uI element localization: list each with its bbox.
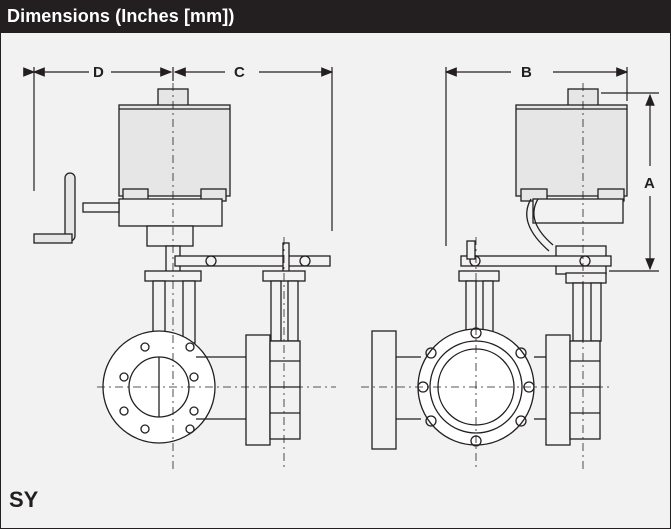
right-view	[361, 67, 659, 471]
left-view	[23, 67, 336, 471]
model-label: SY	[9, 487, 39, 512]
dimension-a-label: A	[644, 175, 655, 192]
panel-title: Dimensions (Inches [mm])	[7, 6, 235, 26]
panel-header: Dimensions (Inches [mm])	[1, 1, 670, 33]
valve-dimension-drawing: D C B A	[23, 64, 659, 471]
dimension-c-label: C	[234, 64, 245, 81]
dimension-b-label: B	[521, 64, 532, 81]
dimension-d-label: D	[93, 64, 104, 81]
